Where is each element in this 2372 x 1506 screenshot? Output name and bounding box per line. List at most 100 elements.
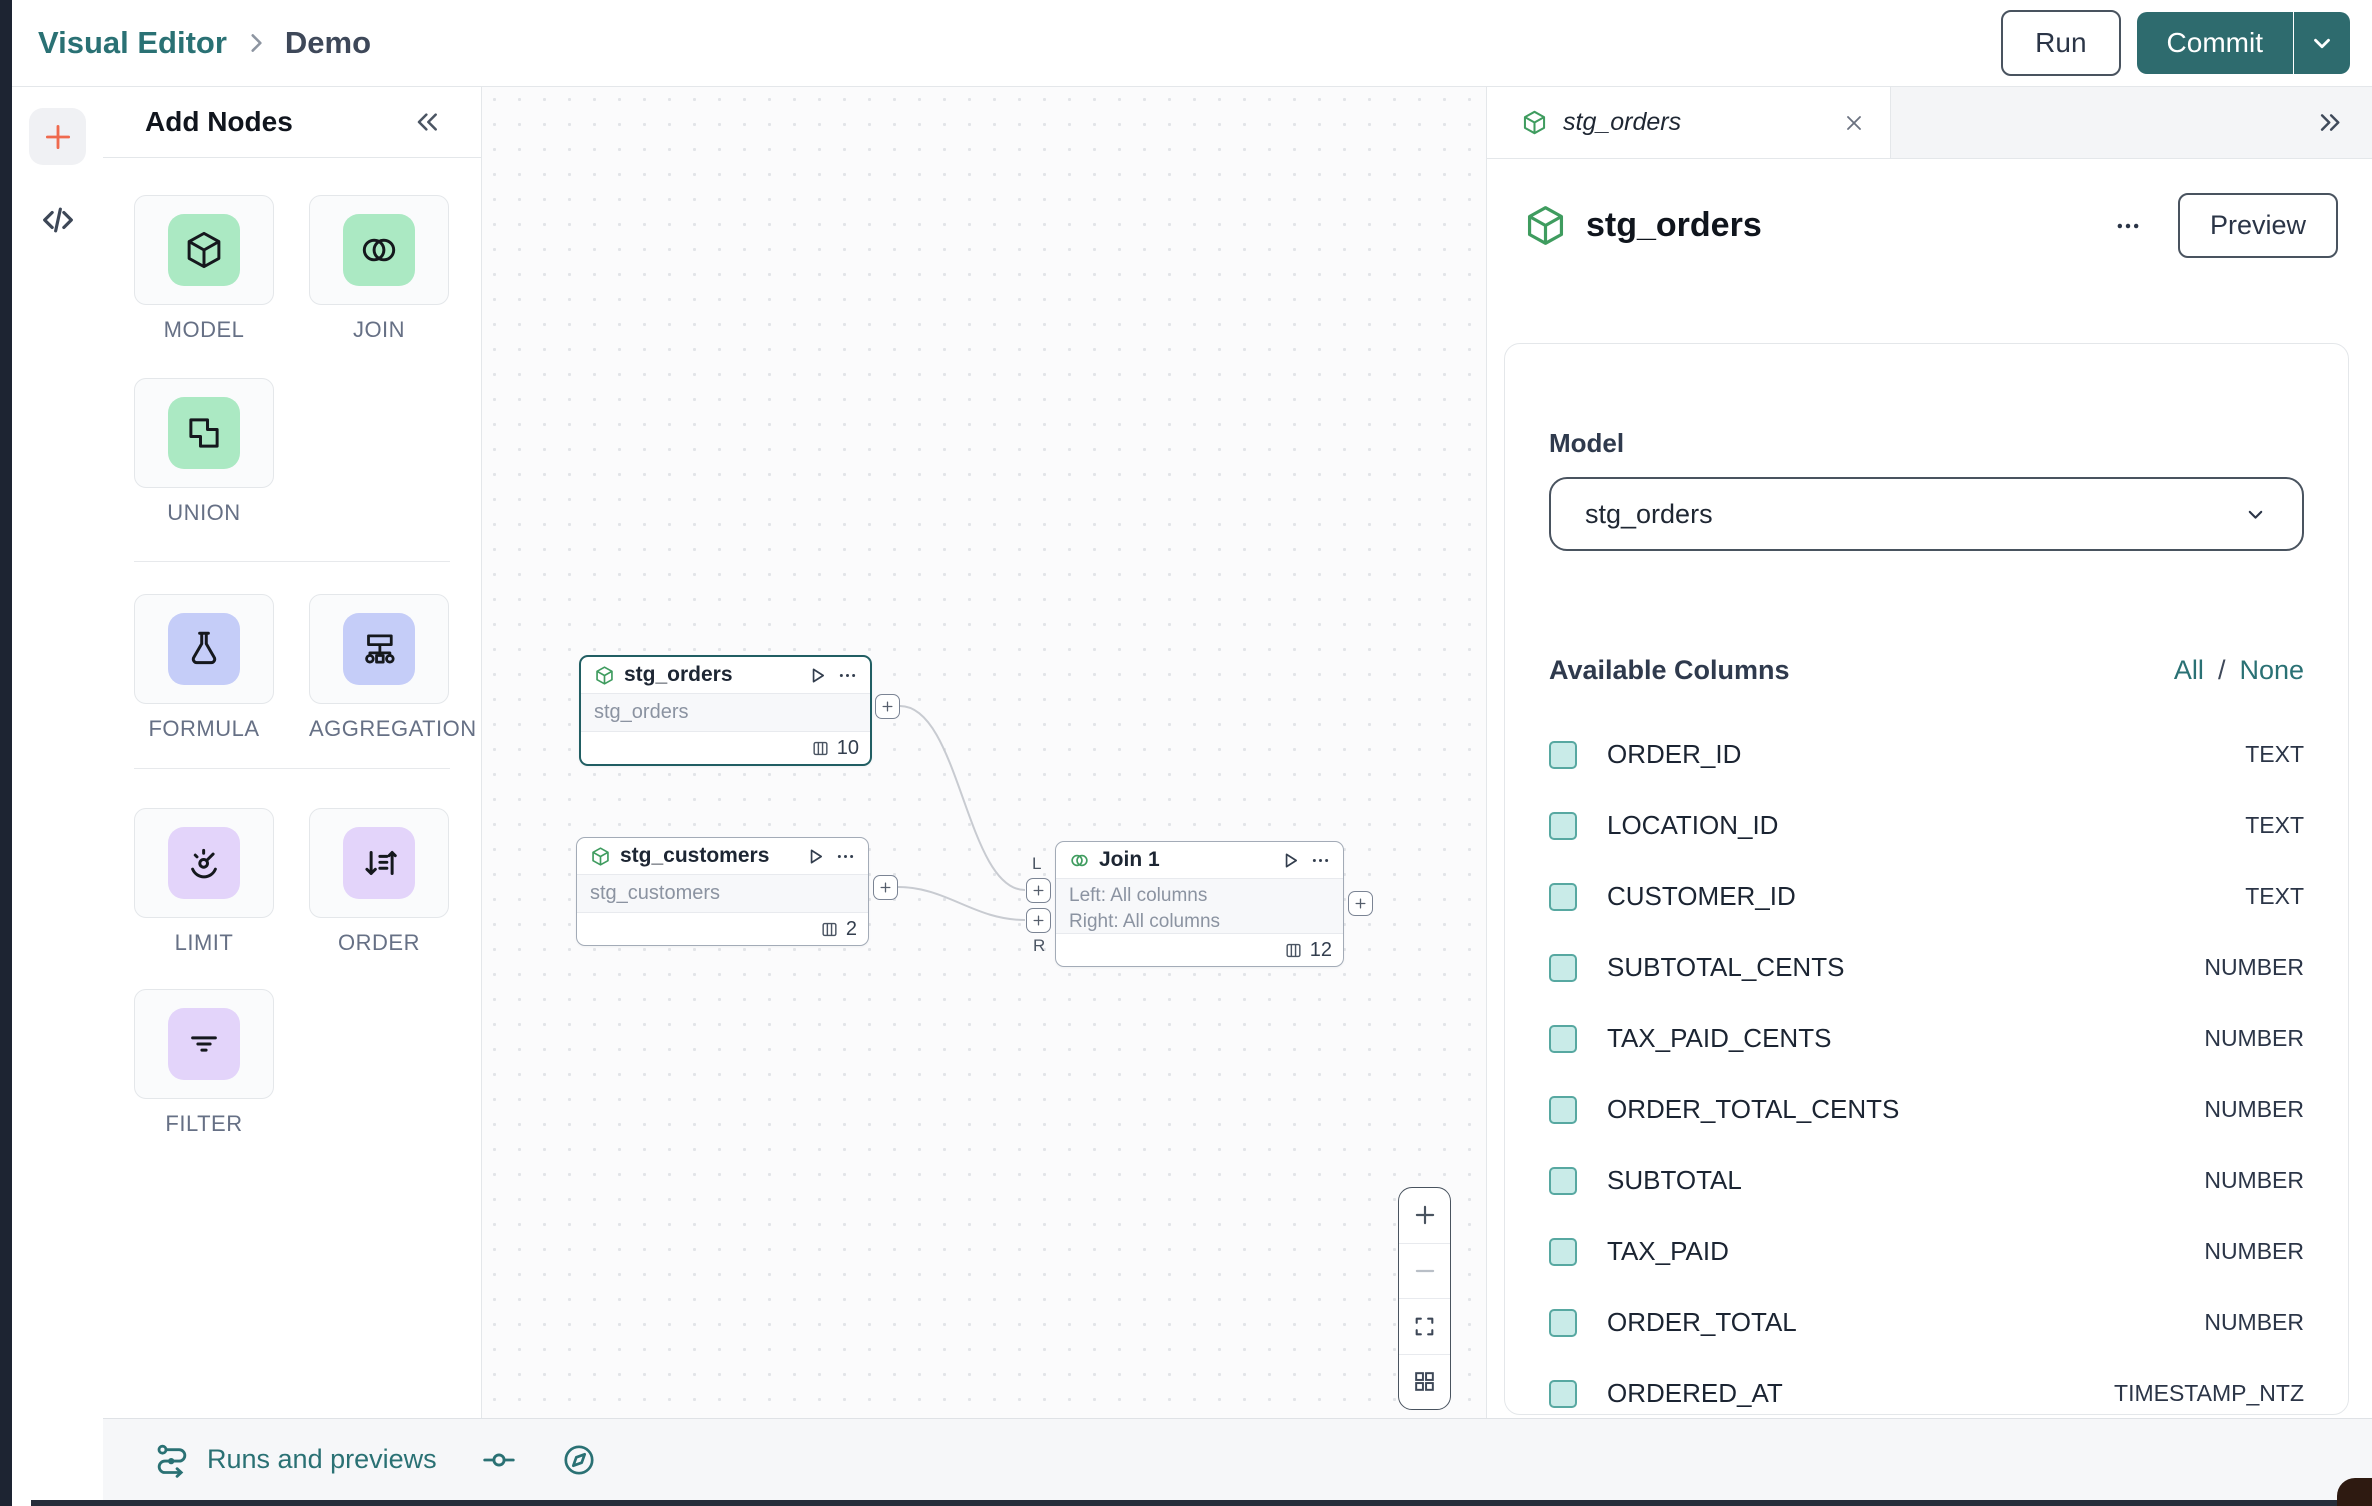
canvas-zoom-controls xyxy=(1398,1187,1451,1410)
breadcrumb-visual-editor[interactable]: Visual Editor xyxy=(38,25,227,60)
layout-grid-button[interactable] xyxy=(1399,1353,1450,1410)
node-config-card: Model stg_orders Available Columns All /… xyxy=(1504,343,2349,1415)
run-button[interactable]: Run xyxy=(2001,10,2121,76)
panel-menu-button[interactable] xyxy=(2114,212,2142,240)
collapse-panel-icon[interactable] xyxy=(411,106,443,138)
runs-and-previews-button[interactable]: Runs and previews xyxy=(207,1444,437,1474)
column-name: CUSTOMER_ID xyxy=(1607,881,1796,911)
column-checkbox[interactable] xyxy=(1549,882,1577,911)
node-stg-customers[interactable]: stg_customers stg_customers 2 xyxy=(576,837,869,946)
column-checkbox[interactable] xyxy=(1549,1237,1577,1266)
commit-button[interactable]: Commit xyxy=(2136,12,2294,74)
column-checkbox[interactable] xyxy=(1549,1024,1577,1053)
zoom-out-button[interactable] xyxy=(1399,1242,1450,1299)
column-name: ORDERED_AT xyxy=(1607,1378,1783,1408)
output-port-join-1[interactable] xyxy=(1348,891,1373,916)
column-checkbox[interactable] xyxy=(1549,1308,1577,1337)
zoom-in-button[interactable] xyxy=(1399,1188,1450,1243)
panel-tab-bar: stg_orders xyxy=(1487,87,2372,159)
column-row: TAX_PAID NUMBER xyxy=(1549,1216,2304,1287)
output-port-stg-customers[interactable] xyxy=(873,875,898,900)
column-checkbox[interactable] xyxy=(1549,1095,1577,1124)
tile-formula[interactable]: FORMULA xyxy=(134,594,274,742)
node-menu-button[interactable] xyxy=(835,846,856,867)
column-count: 2 xyxy=(845,917,857,940)
node-run-button[interactable] xyxy=(807,665,828,686)
node-footer: 2 xyxy=(577,913,868,945)
commit-dropdown-button[interactable] xyxy=(2294,12,2350,74)
node-stg-orders[interactable]: stg_orders stg_orders 10 xyxy=(579,655,872,766)
fullscreen-icon xyxy=(1415,1317,1434,1336)
commit-history-button[interactable] xyxy=(481,1442,517,1478)
tab-stg-orders[interactable]: stg_orders xyxy=(1487,87,1891,158)
ellipsis-icon xyxy=(837,854,854,858)
column-type: TEXT xyxy=(2245,741,2304,767)
tile-aggregation[interactable]: AGGREGATION xyxy=(309,594,477,742)
tile-label: UNION xyxy=(167,500,241,525)
ellipsis-icon xyxy=(1312,858,1329,862)
join-left-input-port[interactable] xyxy=(1026,878,1051,903)
column-row: ORDERED_AT TIMESTAMP_NTZ xyxy=(1549,1358,2304,1414)
join-right-summary: Right: All columns xyxy=(1069,911,1221,932)
tile-order[interactable]: ORDER xyxy=(309,808,449,956)
code-view-button[interactable] xyxy=(38,200,78,240)
column-type: TEXT xyxy=(2245,883,2304,909)
select-all-link[interactable]: All xyxy=(2173,655,2204,685)
column-row: ORDER_ID TEXT xyxy=(1549,719,2304,790)
column-checkbox[interactable] xyxy=(1549,811,1577,840)
column-row: LOCATION_ID TEXT xyxy=(1549,790,2304,861)
node-menu-button[interactable] xyxy=(1310,850,1331,871)
join-right-port-label: R xyxy=(1033,936,1046,955)
plus-icon xyxy=(1033,885,1044,896)
model-select-value: stg_orders xyxy=(1585,498,1713,529)
add-nodes-header: Add Nodes xyxy=(103,87,481,158)
runs-flow-icon[interactable] xyxy=(153,1441,191,1479)
explore-button[interactable] xyxy=(561,1442,597,1478)
column-checkbox[interactable] xyxy=(1549,953,1577,982)
close-tab-icon[interactable] xyxy=(1842,111,1866,135)
node-run-button[interactable] xyxy=(805,846,826,867)
column-count: 10 xyxy=(836,736,859,759)
tile-filter[interactable]: FILTER xyxy=(134,989,274,1137)
tile-model[interactable]: MODEL xyxy=(134,195,274,343)
available-columns-header: Available Columns All / None xyxy=(1549,655,2304,686)
join-right-input-port[interactable] xyxy=(1026,908,1051,933)
screen-bottom-edge xyxy=(31,1500,2372,1506)
node-join-1[interactable]: Join 1 Left: All columns Right: All colu… xyxy=(1055,841,1344,967)
expand-panel-icon[interactable] xyxy=(2315,107,2346,138)
output-port-stg-orders[interactable] xyxy=(875,694,900,719)
columns-icon xyxy=(1286,943,1301,957)
breadcrumb-page: Demo xyxy=(284,25,372,60)
node-run-button[interactable] xyxy=(1280,850,1301,871)
column-count: 12 xyxy=(1309,938,1332,961)
tile-join[interactable]: JOIN xyxy=(309,195,449,343)
flow-canvas[interactable]: stg_orders stg_orders 10 stg_customers xyxy=(482,87,1486,1418)
column-name: ORDER_ID xyxy=(1607,739,1742,769)
column-checkbox[interactable] xyxy=(1549,1166,1577,1195)
node-menu-button[interactable] xyxy=(837,665,858,686)
git-commit-icon xyxy=(482,1452,515,1467)
node-header: stg_orders xyxy=(581,657,870,693)
tile-union[interactable]: UNION xyxy=(134,378,274,526)
column-checkbox[interactable] xyxy=(1549,740,1577,769)
column-name: ORDER_TOTAL xyxy=(1607,1307,1797,1337)
select-none-link[interactable]: None xyxy=(2239,655,2304,685)
run-button-label: Run xyxy=(2035,27,2087,58)
column-checkbox[interactable] xyxy=(1549,1379,1577,1408)
column-row: CUSTOMER_ID TEXT xyxy=(1549,861,2304,932)
tile-limit[interactable]: LIMIT xyxy=(134,808,274,956)
aggregation-icon xyxy=(365,634,395,664)
edge-connections xyxy=(897,705,1026,921)
preview-button[interactable]: Preview xyxy=(2177,193,2338,258)
add-nodes-panel: Add Nodes MODEL JOIN UNION xyxy=(103,87,482,1418)
breadcrumb-chevron-icon xyxy=(243,30,269,56)
formula-flask-icon xyxy=(191,631,217,665)
plus-icon xyxy=(882,701,893,712)
plus-icon xyxy=(880,882,891,893)
model-select[interactable]: stg_orders xyxy=(1549,477,2304,551)
play-icon xyxy=(810,849,823,863)
grid-icon xyxy=(1415,1372,1434,1392)
add-node-rail-button[interactable] xyxy=(29,108,86,165)
tile-label: AGGREGATION xyxy=(309,716,477,741)
fit-view-button[interactable] xyxy=(1399,1298,1450,1354)
